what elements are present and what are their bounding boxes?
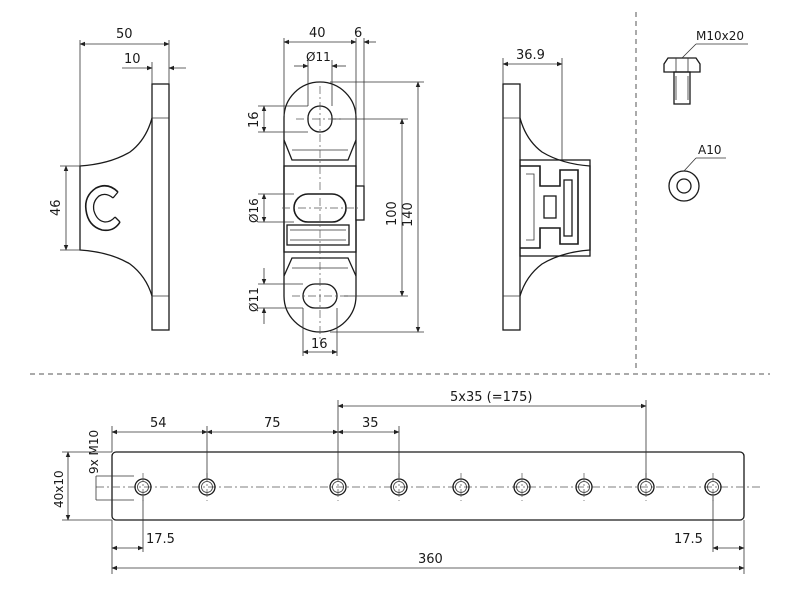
dim-front-hole-top: Ø11 — [306, 50, 331, 64]
dim-side-flange: 10 — [124, 52, 141, 67]
dim-front-slot: 16 — [247, 111, 262, 128]
dim-rail-first: 54 — [150, 416, 167, 431]
dim-front-bottom: 16 — [311, 337, 328, 352]
dim-front-hole-mid: Ø16 — [247, 198, 261, 223]
dim-rail-second: 75 — [264, 416, 281, 431]
flange-plate — [151, 83, 170, 331]
side-view-left: 50 10 46 — [49, 27, 186, 331]
washer-detail: A10 — [668, 143, 726, 202]
rail-hole — [452, 473, 470, 501]
rail-hole — [513, 473, 531, 501]
clamp-hook — [84, 184, 121, 232]
rail-view: 54 75 35 5x35 (=175) 9x M10 40x10 17.5 1… — [52, 390, 760, 574]
dim-front-width: 40 — [309, 26, 326, 41]
clamp-profile — [79, 117, 153, 297]
dim-side-height: 46 — [49, 199, 64, 216]
dim-rail-length: 360 — [418, 552, 443, 567]
rail-hole — [575, 473, 593, 501]
right-flange — [502, 83, 521, 331]
dim-rail-edge-left: 17.5 — [146, 532, 175, 547]
bolt-label: M10x20 — [696, 29, 744, 43]
dim-front-inner: 100 — [385, 201, 400, 226]
bolt-detail: M10x20 — [663, 29, 748, 105]
side-view-right: 36.9 — [502, 48, 591, 331]
dim-rail-pattern: 5x35 (=175) — [450, 390, 533, 405]
rail-bar — [111, 451, 745, 521]
dim-rail-section: 40x10 — [52, 470, 66, 508]
dim-front-hole-bottom: Ø11 — [247, 287, 261, 312]
dim-front-total: 140 — [401, 202, 416, 227]
dim-front-offset: 6 — [354, 26, 362, 41]
dim-right-depth: 36.9 — [516, 48, 545, 63]
dim-rail-edge-right: 17.5 — [674, 532, 703, 547]
washer-label: A10 — [698, 143, 721, 157]
front-view: 40 6 Ø11 16 Ø16 Ø11 16 100 — [247, 26, 424, 356]
dim-rail-pitch: 35 — [362, 416, 379, 431]
dim-side-width: 50 — [116, 27, 133, 42]
